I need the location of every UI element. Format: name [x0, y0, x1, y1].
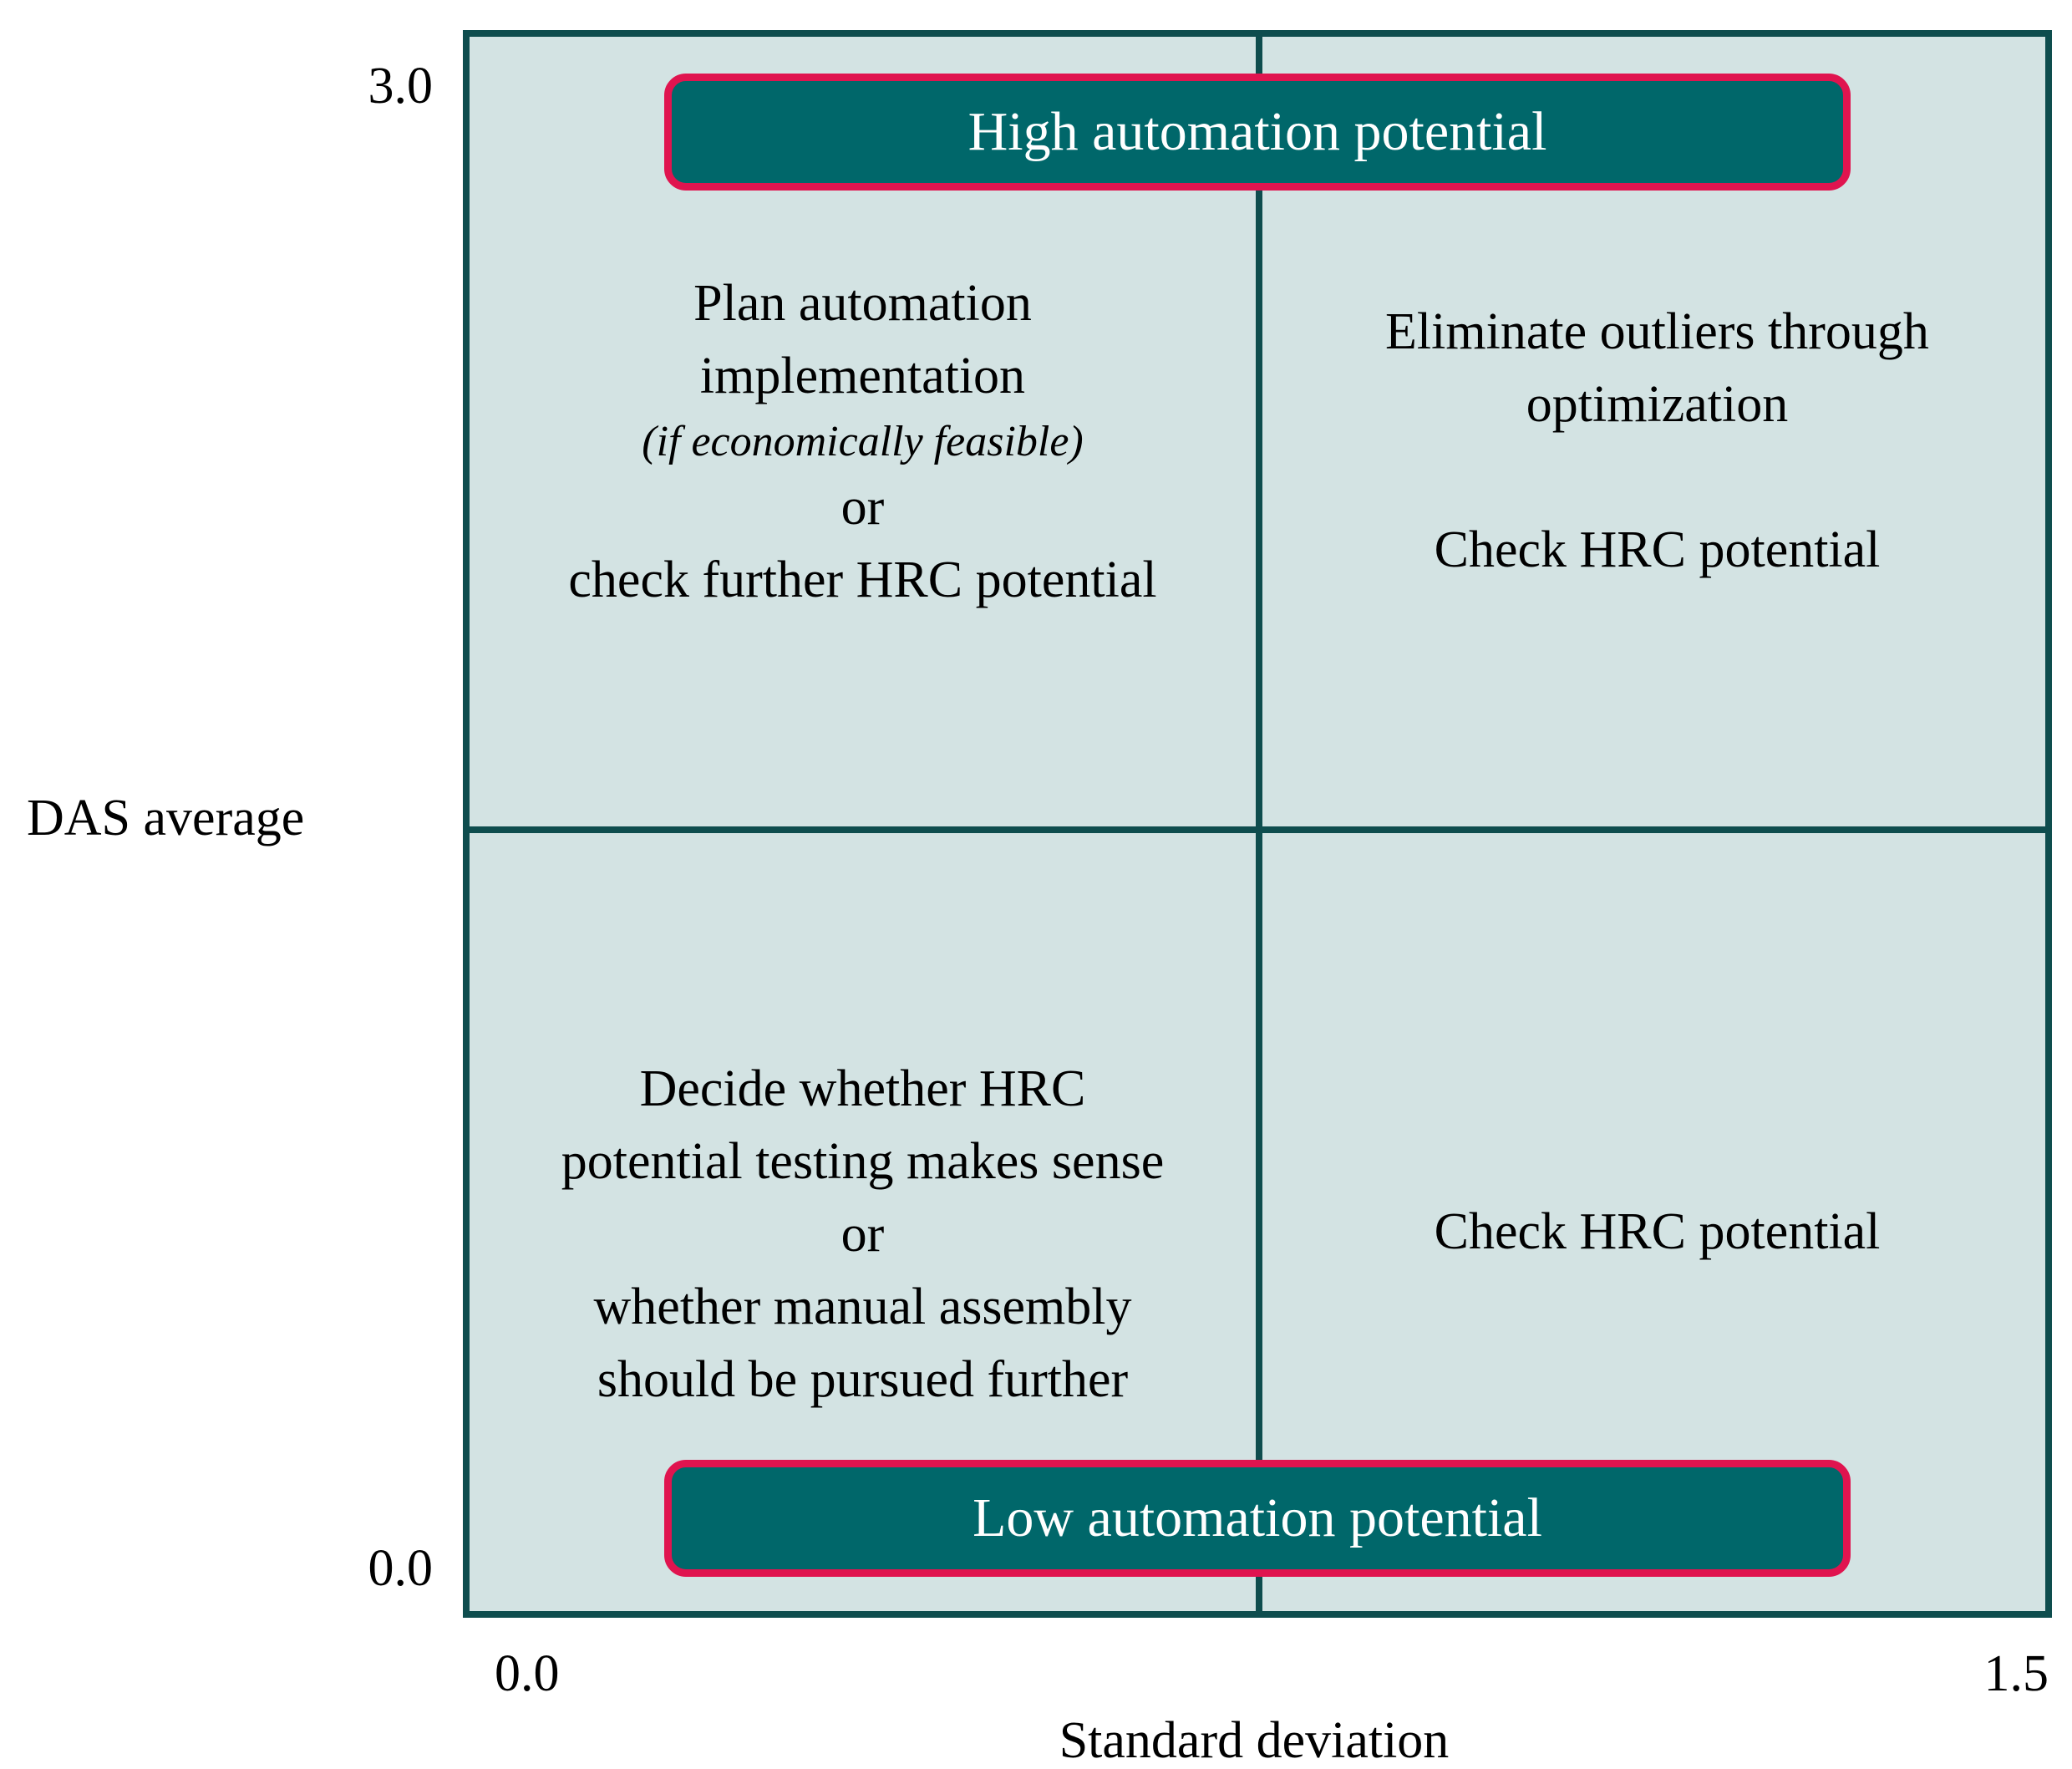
horizontal-divider — [470, 826, 2045, 833]
quadrant-bottom-left: Decide whether HRC potential testing mak… — [470, 1053, 1256, 1416]
quadrant-or: or — [840, 1206, 885, 1263]
quadrant-note: (if economically feasible) — [642, 418, 1084, 465]
y-axis-title: DAS average — [27, 790, 305, 846]
y-axis-min-label: 0.0 — [368, 1540, 434, 1597]
quadrant-text-line: whether manual assembly — [593, 1278, 1132, 1335]
quadrant-top-right: Eliminate outliers through optimization … — [1262, 296, 2052, 587]
quadrant-top-left: Plan automation implementation (if econo… — [470, 267, 1256, 617]
quadrant-text-line: Check HRC potential — [1434, 521, 1881, 578]
quadrant-text-line: Decide whether HRC — [639, 1060, 1086, 1117]
quadrant-text-line: implementation — [699, 348, 1026, 404]
decision-matrix: Plan automation implementation (if econo… — [463, 30, 2052, 1618]
vertical-divider — [1256, 37, 1262, 1611]
spacer — [1262, 441, 2052, 514]
y-axis-max-label: 3.0 — [368, 58, 434, 114]
x-axis-title: Standard deviation — [1059, 1712, 1450, 1769]
quadrant-or: or — [840, 479, 885, 536]
quadrant-text-line: optimization — [1526, 376, 1789, 433]
x-axis-min-label: 0.0 — [495, 1645, 560, 1702]
x-axis-max-label: 1.5 — [1983, 1645, 2049, 1702]
quadrant-text-line: Plan automation — [693, 275, 1032, 332]
quadrant-bottom-right: Check HRC potential — [1262, 1196, 2052, 1268]
high-automation-potential-box: High automation potential — [664, 74, 1851, 191]
quadrant-text-line: potential testing makes sense — [561, 1133, 1165, 1190]
quadrant-text-line: check further HRC potential — [568, 552, 1157, 608]
low-automation-potential-box: Low automation potential — [664, 1460, 1851, 1577]
quadrant-text-line: Eliminate outliers through — [1385, 303, 1929, 360]
quadrant-text-line: should be pursued further — [597, 1351, 1129, 1408]
quadrant-text-line: Check HRC potential — [1434, 1203, 1881, 1260]
